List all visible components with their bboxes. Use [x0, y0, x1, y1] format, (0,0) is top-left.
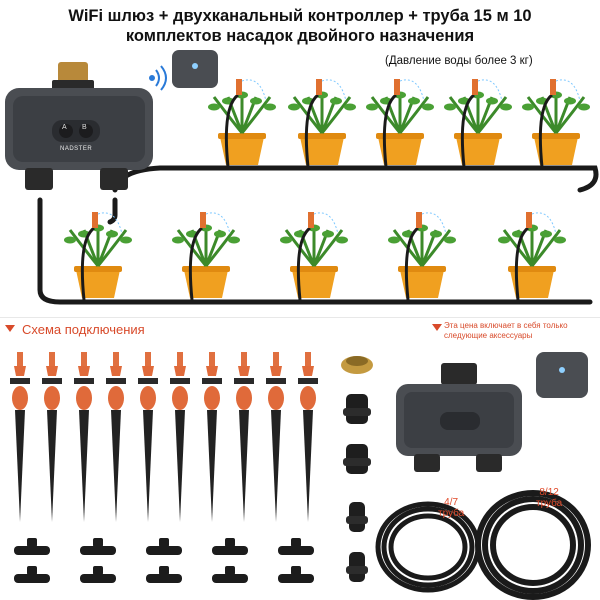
brass-adapter — [341, 356, 373, 374]
hose-fitting — [343, 394, 371, 424]
product-title: WiFi шлюз + двухканальный контроллер + т… — [0, 6, 600, 46]
section-divider — [0, 317, 600, 318]
tube-coil-15m — [475, 490, 591, 600]
tee-connector — [146, 538, 182, 555]
connection-diagram — [5, 50, 599, 305]
arrow-down-icon — [432, 324, 442, 331]
tube-15m-type-label: 8/12 труба — [536, 487, 562, 509]
tee-connector — [146, 566, 182, 583]
controller-brand-label: NADSTER — [60, 146, 93, 152]
tube-lower-row — [37, 197, 593, 305]
drip-stake — [170, 352, 190, 522]
title-line-2: комплектов насадок двойного назначения — [125, 27, 475, 45]
button-a-label: A — [62, 124, 68, 131]
tube-15m-size-label: 15M — [508, 532, 551, 557]
wifi-signal-icon — [149, 65, 167, 91]
potted-plant — [208, 79, 276, 168]
hose-fitting — [346, 502, 368, 532]
potted-plant — [522, 79, 590, 168]
hose-fitting — [343, 444, 371, 474]
drip-stake-set — [10, 352, 318, 522]
included-accessories-note: Эта цена включает в себя только следующи… — [444, 321, 596, 341]
drip-stake — [298, 352, 318, 522]
upper-plant-row — [208, 79, 590, 168]
tee-connector — [212, 566, 248, 583]
fitting-set — [343, 394, 371, 582]
drip-stake — [266, 352, 286, 522]
button-b-label: B — [82, 124, 88, 131]
tube-5m-type-label: 4/7 труба — [438, 497, 464, 519]
note-line-2: следующие аксессуары — [444, 331, 533, 340]
tee-connector — [80, 538, 116, 555]
drip-stake — [74, 352, 94, 522]
potted-plant — [288, 79, 356, 168]
lower-plant-row — [64, 212, 566, 301]
pressure-note: (Давление воды более 3 кг) — [385, 55, 533, 67]
potted-plant — [64, 212, 132, 301]
tee-connector — [14, 566, 50, 583]
potted-plant — [388, 212, 456, 301]
tube-coil-5m — [375, 501, 481, 593]
tee-connector — [212, 538, 248, 555]
tube-15m-word: труба — [536, 498, 563, 509]
tube-5m-word: труба — [438, 508, 465, 519]
tee-connector-set — [14, 538, 314, 583]
potted-plant — [366, 79, 434, 168]
drip-stake — [106, 352, 126, 522]
tee-connector — [278, 566, 314, 583]
tee-connector — [278, 538, 314, 555]
drip-stake — [202, 352, 222, 522]
tee-connector — [80, 566, 116, 583]
tube-riser — [107, 197, 118, 225]
drip-stake — [10, 352, 30, 522]
tube-5m-diameter: 4/7 — [444, 497, 459, 508]
potted-plant — [172, 212, 240, 301]
potted-plant — [280, 212, 348, 301]
title-line-1: WiFi шлюз + двухканальный контроллер + т… — [68, 7, 532, 25]
wifi-gateway-device-top — [172, 50, 218, 88]
wifi-gateway-device-small — [536, 352, 588, 398]
note-line-1: Эта цена включает в себя только — [444, 321, 568, 330]
arrow-down-icon — [5, 325, 15, 332]
drip-stake — [138, 352, 158, 522]
controller-device-small — [396, 363, 522, 472]
drip-stake — [42, 352, 62, 522]
drip-stake — [234, 352, 254, 522]
potted-plant — [444, 79, 512, 168]
potted-plant — [498, 212, 566, 301]
controller-device-large — [5, 62, 153, 190]
tube-5m-size-label: 5M — [406, 534, 437, 559]
tube-15m-diameter: 8/12 — [539, 487, 559, 498]
hose-fitting — [346, 552, 368, 582]
connection-scheme-label: Схема подключения — [22, 322, 145, 337]
tee-connector — [14, 538, 50, 555]
